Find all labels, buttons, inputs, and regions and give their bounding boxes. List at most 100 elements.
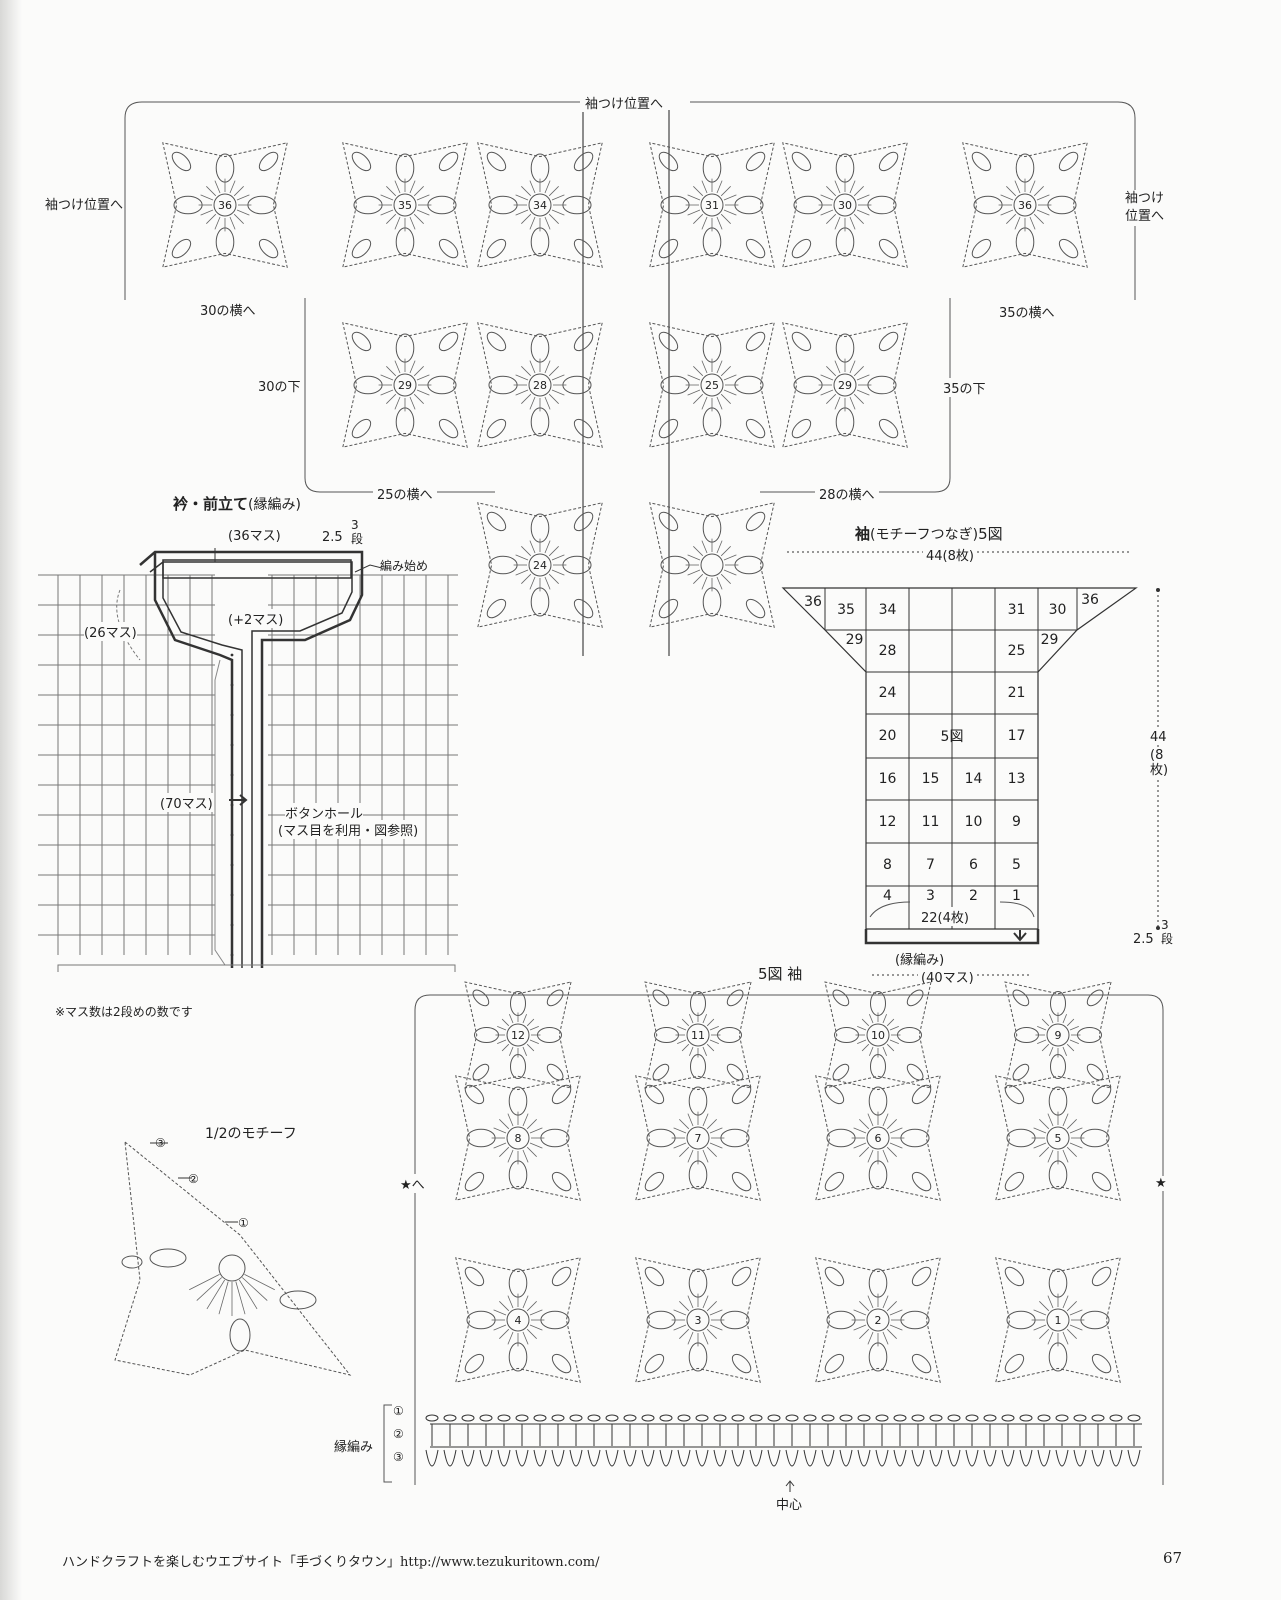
sleeve-cell: 16	[878, 771, 897, 787]
edging-row-mark: ③	[393, 1450, 404, 1464]
left-bottom-label: 30の横へ	[196, 300, 260, 319]
sleeve-cell: 2	[969, 888, 978, 904]
motif-number: 34	[533, 199, 547, 212]
upper-motif: 25	[649, 322, 775, 448]
motif-number: 4	[515, 1314, 522, 1327]
sleeve-bottom-motif: 4	[455, 1257, 581, 1383]
sleeve-middle-motif: 7	[635, 1075, 761, 1201]
buttonhole-note: (マス目を利用・図参照)	[278, 820, 419, 839]
star-right-label: ★	[1155, 1176, 1167, 1191]
upper-motif: 30	[782, 142, 908, 268]
right-bottom-label: 35の横へ	[995, 302, 1059, 321]
motif-number: 28	[533, 379, 547, 392]
sleeve-cell: 29	[1040, 632, 1059, 648]
motif-number: 5	[1055, 1132, 1062, 1145]
motif-number: 30	[838, 199, 852, 212]
sleeve-bottom-motif: 2	[815, 1257, 941, 1383]
page-binding-shadow	[0, 0, 22, 1600]
sleeve-middle-motif: 5	[995, 1075, 1121, 1201]
motif-number: 9	[1055, 1029, 1062, 1042]
edging-label: 縁編み	[334, 1440, 374, 1455]
sleeve-cell: 17	[1007, 728, 1026, 744]
right-mid-label: 35の下	[943, 378, 986, 397]
sleeve-cell: 11	[921, 813, 940, 830]
motif-number: 3	[695, 1314, 702, 1327]
upper-motif-partial	[649, 502, 775, 628]
front-stitches: (70マス)	[160, 793, 213, 812]
sleeve-width-label: 44(8枚)	[923, 545, 977, 564]
upper-top-label: 袖つけ位置へ	[582, 93, 667, 112]
sleeve-cell: 3	[926, 888, 935, 904]
left-mid-label: 30の下	[258, 376, 301, 395]
motif-number: 25	[705, 379, 719, 392]
collar-height-value: 2.5	[322, 530, 343, 545]
motif-number: 36	[1018, 199, 1032, 212]
sleeve-cell: 8	[883, 856, 892, 873]
upper-motif: 36	[162, 142, 288, 268]
sleeve-middle-motif: 6	[815, 1075, 941, 1201]
sleeve-bottom-width: 22(4枚)	[919, 907, 971, 926]
sleeve-cell: 1	[1012, 888, 1021, 904]
sleeve-cell: 21	[1007, 685, 1026, 701]
sleeve-cell: 31	[1007, 602, 1026, 618]
sleeve-cell: 7	[926, 856, 935, 873]
upper-motif: 28	[477, 322, 603, 448]
buttonhole-label: ボタンホール	[285, 803, 364, 822]
motif-number: 10	[871, 1029, 885, 1042]
sleeve-center-label: 5図	[940, 729, 964, 745]
sleeve-cell: 9	[1012, 813, 1021, 830]
collar-title: 衿・前立て(縁編み)	[173, 495, 301, 513]
sleeve-bottom-motif: 3	[635, 1257, 761, 1383]
upper-left-side-label: 袖つけ位置へ	[45, 194, 124, 213]
motif-number: 6	[875, 1132, 882, 1145]
motif-number: 7	[695, 1132, 702, 1145]
sleeve-cell: 35	[837, 602, 855, 618]
sleeve-cell: 29	[845, 632, 864, 648]
edging-row-mark: ②	[393, 1427, 404, 1441]
sleeve-height-count: (8枚)	[1150, 748, 1169, 778]
sleeve-cell: 15	[921, 771, 940, 787]
sleeve-cell: 10	[964, 813, 983, 830]
center-label: 中心	[776, 1498, 803, 1513]
half-motif-title: 1/2のモチーフ	[205, 1126, 297, 1142]
upper-motif: 35	[342, 142, 468, 268]
motif-number: 2	[875, 1314, 882, 1327]
half-motif-row-mark: ③	[155, 1136, 166, 1150]
motif-number: 24	[533, 559, 547, 572]
sleeve-cell: 4	[883, 888, 892, 904]
sleeve-detail-title: 5図 袖	[758, 965, 803, 983]
collar-side-stitches: (26マス)	[84, 622, 137, 641]
motif-number: 29	[398, 379, 412, 392]
sleeve-edging-label: (縁編み)	[895, 953, 945, 968]
upper-motif: 31	[649, 142, 775, 268]
sleeve-cell: 20	[878, 728, 897, 744]
footer-site-text: ハンドクラフトを楽しむウエブサイト「手づくりタウン」http://www.tez…	[62, 1555, 600, 1570]
sleeve-cell: 6	[969, 856, 978, 873]
motif-number: 31	[705, 199, 719, 212]
collar-top-stitches: (36マス)	[228, 529, 281, 544]
collar-plus-stitches: (+2マス)	[228, 609, 284, 628]
page-number: 67	[1163, 1549, 1183, 1567]
motif-number: 12	[511, 1029, 525, 1042]
upper-motif: 29	[782, 322, 908, 448]
motif-number: 35	[398, 199, 412, 212]
sleeve-cell: 30	[1048, 602, 1067, 618]
sleeve-chart-title: 袖(モチーフつなぎ)5図	[855, 525, 1003, 543]
sleeve-cell: 14	[964, 771, 983, 787]
motif-number: 11	[691, 1029, 705, 1042]
sleeve-cell: 13	[1007, 771, 1026, 787]
motif-number: 29	[838, 379, 852, 392]
right-lower-label: 28の横へ	[815, 484, 879, 503]
sleeve-bottom-motif: 1	[995, 1257, 1121, 1383]
sleeve-edging-stitches: (40マス)	[918, 967, 977, 986]
upper-right-side-label: 袖つけ位置へ	[1125, 190, 1173, 226]
motif-number: 1	[1055, 1314, 1062, 1327]
collar-start-label: 編み始め	[380, 559, 429, 573]
sleeve-cell: 36	[1081, 592, 1099, 608]
sleeve-cell: 12	[878, 813, 897, 830]
